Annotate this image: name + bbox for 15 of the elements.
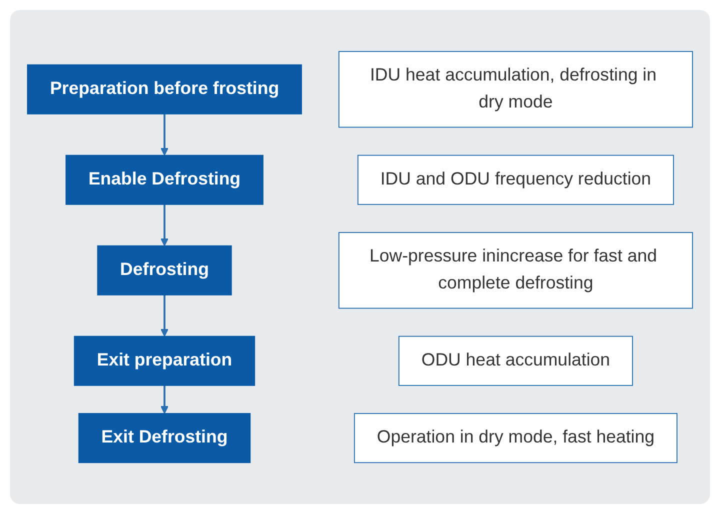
node-box (78, 412, 251, 464)
node-box (338, 50, 693, 128)
flowchart-drawing: Preparation before frosting IDU heat accumulation, defrosting in dry mode Enable Defrosting IDU and ODU frequency reduction Defrosting Low-pressure inincrease for fast and complete defrosting Exit preparation ODU heat accumulation Exit Defrosting Operation in dry mode, fast heating (20, 44, 700, 470)
arrow (160, 114, 169, 156)
node-box (74, 336, 256, 386)
node-box (97, 245, 232, 296)
node-box (338, 232, 693, 309)
node-box (27, 64, 302, 114)
node-box (354, 412, 678, 464)
node-box (357, 154, 674, 205)
arrow (160, 294, 169, 337)
arrow (160, 204, 169, 246)
node-box (66, 154, 264, 205)
arrow (160, 385, 169, 414)
node-box (398, 336, 633, 386)
